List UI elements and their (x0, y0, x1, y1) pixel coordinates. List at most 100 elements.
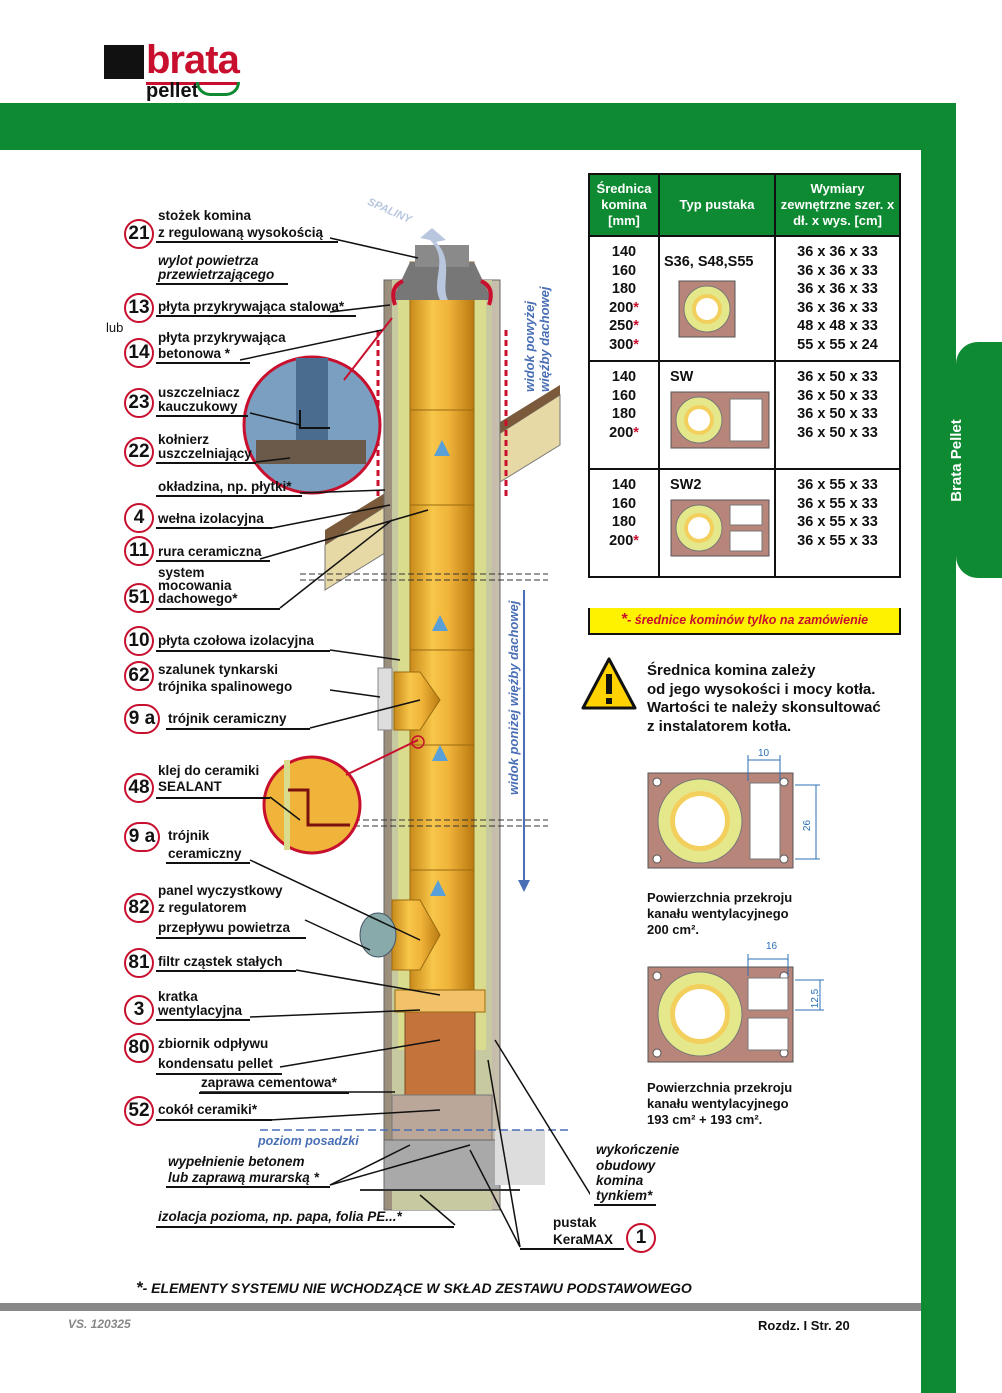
label-51a: system (158, 565, 205, 580)
label-wyk-d: tynkiem* (596, 1188, 653, 1203)
side-strip (921, 103, 956, 1393)
section-sw2-diagram (647, 954, 824, 1063)
block-sw2-icon (670, 499, 770, 556)
header-band (0, 103, 956, 150)
type-cell: SW (658, 360, 776, 470)
callout-80: 80 (124, 1033, 154, 1063)
callout-22: 22 (124, 437, 154, 467)
callout-10: 10 (124, 626, 154, 656)
label-wyk-c: komina (596, 1173, 644, 1188)
label-10: płyta czołowa izolacyjna (158, 633, 315, 648)
label-wyp-a: wypełnienie betonem (168, 1154, 305, 1169)
label-11: rura ceramiczna (158, 544, 262, 559)
label-62a: szalunek tynkarski (158, 662, 279, 677)
label-51c: dachowego* (158, 591, 238, 606)
label-22b: uszczelniający (158, 446, 252, 461)
label-9a2b: ceramiczny (168, 846, 242, 861)
label-pustak-a: pustak (553, 1215, 597, 1230)
label-izolacja: izolacja pozioma, np. papa, folia PE...* (158, 1209, 402, 1224)
label-wyk-b: obudowy (596, 1158, 656, 1173)
spec-table: Średnica komina [mm] Typ pustaka Wymiary… (588, 173, 901, 578)
callout-4: 4 (124, 503, 154, 533)
version-label: VS. 120325 (68, 1317, 131, 1331)
callout-13: 13 (124, 293, 154, 323)
callout-9a: 9 a (124, 704, 160, 734)
label-poziom: poziom posadzki (258, 1134, 359, 1148)
callout-21: 21 (124, 219, 154, 249)
callout-23: 23 (124, 388, 154, 418)
label-80a: zbiornik odpływu (158, 1036, 269, 1051)
callout-82: 82 (124, 893, 154, 923)
label-48b: SEALANT (158, 779, 222, 794)
label-21b: z regulowaną wysokością (158, 225, 324, 240)
label-wyp-b: lub zaprawą murarską * (168, 1170, 319, 1185)
block-s-icon (678, 280, 736, 337)
label-51b: mocowania (158, 578, 232, 593)
table-note: *- średnice kominów tylko na zamówienie (588, 608, 901, 635)
page-reference: Rozdz. I Str. 20 (758, 1318, 850, 1333)
callout-62: 62 (124, 661, 154, 691)
label-82c: przepływu powietrza (158, 920, 291, 935)
header-diameter: Średnica komina [mm] (588, 173, 660, 237)
label-14b: betonowa * (158, 346, 231, 361)
label-zaprawa: zaprawa cementowa* (201, 1075, 337, 1090)
label-9a: trójnik ceramiczny (168, 711, 287, 726)
callout-11: 11 (124, 536, 154, 566)
logo-pellet: pellet (146, 80, 199, 102)
callout-52: 52 (124, 1096, 154, 1126)
callout-81: 81 (124, 948, 154, 978)
label-9a2a: trójnik (168, 828, 210, 843)
callout-51: 51 (124, 583, 154, 613)
label-13: płyta przykrywająca stalowa* (158, 299, 345, 314)
type-cell: S36, S48,S55 (658, 235, 776, 362)
header-dimensions: Wymiary zewnętrzne szer. x dł. x wys. [c… (774, 173, 901, 237)
block-sw-icon (670, 391, 770, 448)
label-okladzina: okładzina, np. płytki* (158, 479, 292, 494)
label-21a: stożek komina (158, 208, 252, 223)
side-tab (956, 342, 1002, 578)
logo-brata: brata (146, 38, 240, 85)
logo-block (104, 45, 144, 79)
warning-icon (581, 657, 637, 710)
chimney-cross-section (200, 228, 590, 1248)
label-pustak-b: KeraMAX (553, 1232, 614, 1247)
label-82a: panel wyczystkowy (158, 883, 283, 898)
callout-48: 48 (124, 773, 154, 803)
label-3b: wentylacyjna (158, 1003, 243, 1018)
logo-swoosh-icon (196, 82, 240, 96)
header-type: Typ pustaka (658, 173, 776, 237)
label-80b: kondensatu pellet (158, 1056, 273, 1071)
label-14a: płyta przykrywająca (158, 330, 286, 345)
label-52: cokół ceramiki* (158, 1102, 258, 1117)
label-lub: lub (106, 320, 124, 335)
label-4: wełna izolacyjna (158, 511, 264, 526)
section-sw-diagram (647, 755, 820, 869)
view-below-label: widok poniżej więźby dachowej (506, 600, 521, 795)
footer-rule (0, 1303, 921, 1311)
label-82b: z regulatorem (158, 900, 247, 915)
label-wylot-a: wylot powietrza (158, 253, 259, 268)
label-23a: uszczelniacz (158, 385, 240, 400)
label-3a: kratka (158, 989, 198, 1004)
callout-14: 14 (124, 338, 154, 368)
label-48a: klej do ceramiki (158, 763, 260, 778)
side-tab-label: Brata Pellet (947, 418, 965, 502)
label-23b: kauczukowy (158, 399, 238, 414)
callout-3: 3 (124, 995, 154, 1025)
callout-9a-2: 9 a (124, 822, 160, 852)
label-wyk-a: wykończenie (596, 1142, 680, 1157)
label-22a: kołnierz (158, 432, 210, 447)
